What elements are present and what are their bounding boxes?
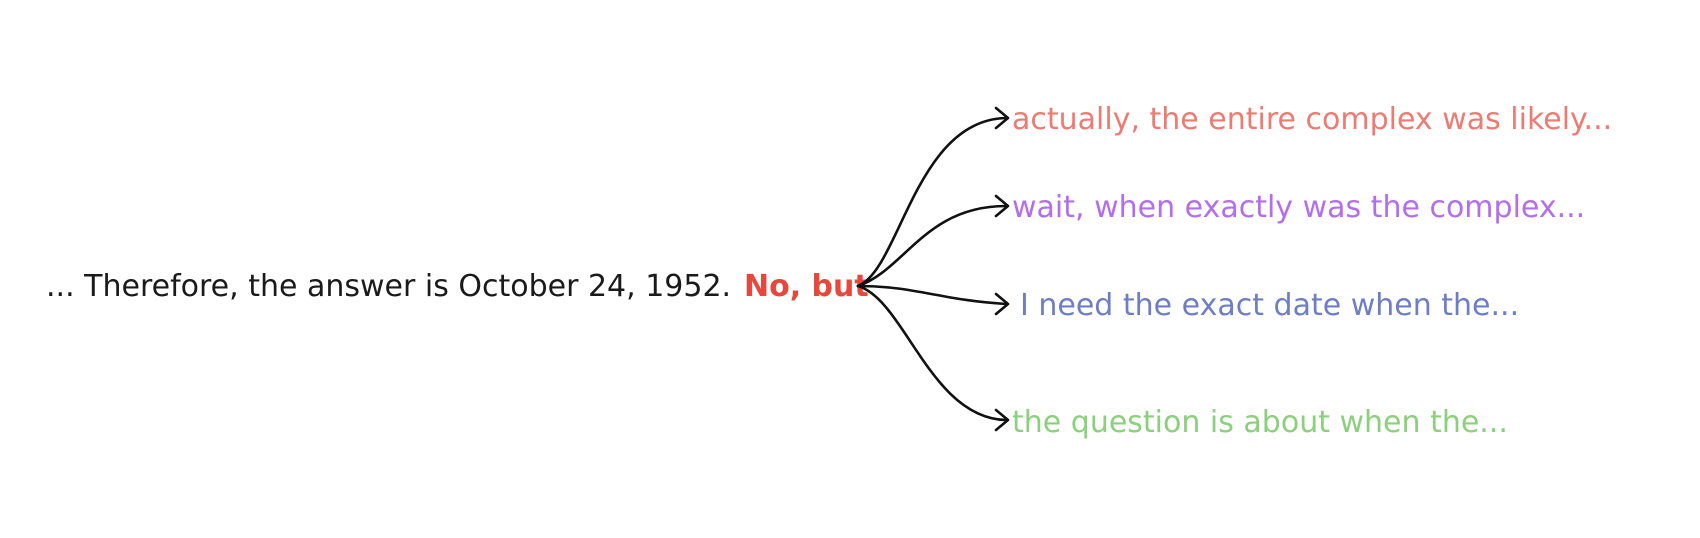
- arrow-head-2: [994, 194, 1010, 218]
- branch-text-3: I need the exact date when the...: [1020, 288, 1519, 323]
- branch-arrow-2: [856, 204, 1008, 288]
- arrow-head-3: [994, 292, 1010, 316]
- arrow-head-4: [994, 408, 1010, 432]
- branch-arrow-3: [856, 284, 1008, 306]
- branch-text-1: actually, the entire complex was likely.…: [1012, 102, 1612, 137]
- branch-arrow-1: [856, 116, 1008, 288]
- branch-text-2: wait, when exactly was the complex...: [1012, 190, 1585, 225]
- branch-arrows: [856, 106, 1010, 432]
- arrow-head-1: [994, 106, 1010, 130]
- trigger-text: No, but: [744, 269, 869, 304]
- branch-arrow-4: [856, 284, 1008, 422]
- prefix-text: ... Therefore, the answer is October 24,…: [46, 269, 731, 304]
- branch-text-4: the question is about when the...: [1012, 405, 1508, 440]
